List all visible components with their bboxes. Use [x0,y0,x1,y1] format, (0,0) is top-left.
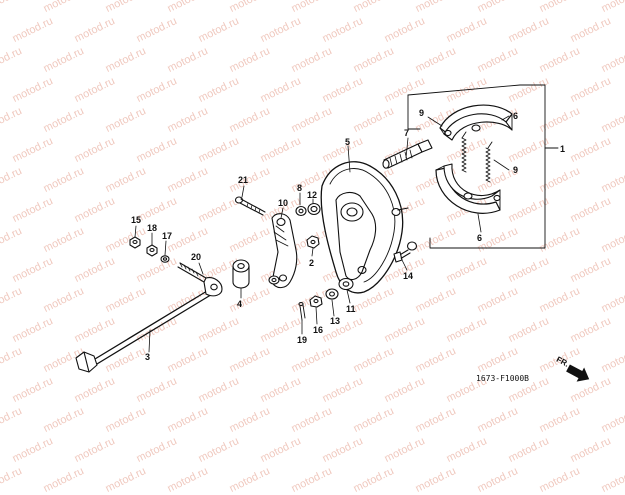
callout-21: 21 [238,175,248,185]
part-16-nut [309,295,323,308]
part-12-seal [307,202,321,216]
watermark-text: motod.ru [103,465,148,495]
leader-lines [134,115,510,353]
part-20-adjuster-rod [177,262,223,297]
callout-11: 11 [346,304,356,314]
watermark-text: motod.ru [599,465,625,495]
callout-10: 10 [278,198,288,208]
diagram-code: 1673-F1000B [476,374,529,383]
part-2-nut [306,235,320,249]
callout-19: 19 [297,335,307,345]
callout-16: 16 [313,325,323,335]
part-5-brake-panel [320,161,409,294]
watermark-text: motod.ru [41,465,86,495]
front-direction-arrow: FR. [555,355,590,382]
callout-6-upper: 6 [513,111,518,121]
callout-9-lower: 9 [513,165,518,175]
part-15-nut [129,236,141,249]
callout-5: 5 [345,137,350,147]
watermark-text: motod.ru [537,465,582,495]
exploded-view: 1 2 3 4 5 6 6 7 8 9 9 10 11 12 13 14 15 … [75,84,590,383]
watermark-text: motod.ru [165,465,210,495]
watermark-text: motod.ru [289,465,334,495]
part-1-assembly-bracket [407,84,559,249]
callout-18: 18 [147,223,157,233]
part-18-nut [146,244,158,257]
part-3-axle-bolt [75,287,215,373]
fr-label: FR. [555,355,571,369]
callout-7: 7 [404,128,409,138]
part-6-lower-brake-shoe [435,163,501,214]
part-19-cotter-pin [298,301,306,321]
watermark-text: motod.ru [227,465,272,495]
part-14-anchor-bolt [393,241,418,263]
watermark-text: motod.ru [475,465,520,495]
part-4-collar [232,259,250,289]
part-7-brake-cam [382,139,433,169]
callout-15: 15 [131,215,141,225]
callout-8: 8 [297,183,302,193]
watermark-text: motod.ru [0,465,24,495]
callout-numbers: 1 2 3 4 5 6 6 7 8 9 9 10 11 12 13 14 15 … [131,108,565,383]
part-10-brake-arm [268,213,298,289]
callout-13: 13 [330,316,340,326]
part-21-bolt [234,196,266,216]
watermark-text: motod.ru [351,465,396,495]
part-13-washer [325,288,339,300]
callout-3: 3 [145,352,150,362]
part-9-return-springs [461,131,493,183]
part-8-washer [295,205,307,217]
callout-9-upper: 9 [419,108,424,118]
callout-4: 4 [237,299,242,309]
callout-12: 12 [307,190,317,200]
callout-14: 14 [403,271,413,281]
callout-17: 17 [162,231,172,241]
callout-1: 1 [560,144,565,154]
part-11-washer [338,277,354,291]
callout-2: 2 [309,258,314,268]
callout-20: 20 [191,252,201,262]
arrow-icon [566,364,590,382]
part-6-upper-brake-shoe [439,104,513,141]
callout-6-lower: 6 [477,233,482,243]
part-17-washer [160,255,170,263]
watermark-text: motod.ru [413,465,458,495]
